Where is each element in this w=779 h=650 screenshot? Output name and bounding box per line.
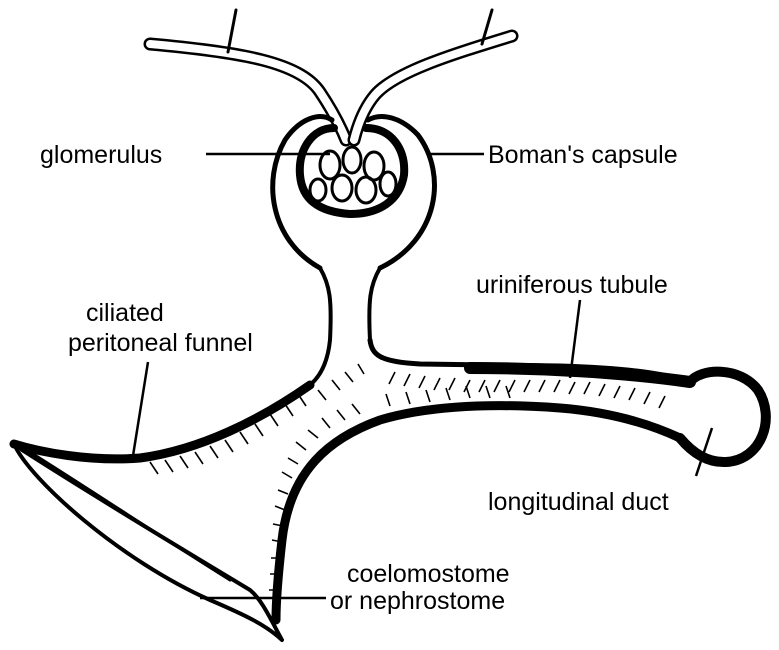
label-longitudinal-duct: longitudinal duct	[488, 488, 669, 516]
label-ciliated-line2: peritoneal funnel	[68, 329, 253, 357]
label-uriniferous-tubule: uriniferous tubule	[476, 271, 668, 299]
label-bomans-capsule: Boman's capsule	[488, 141, 678, 169]
cilia-hatching	[150, 364, 665, 590]
label-coelomostome-line2: or nephrostome	[330, 587, 505, 615]
label-glomerulus: glomerulus	[40, 141, 162, 169]
label-ciliated-line1: ciliated	[86, 299, 164, 327]
ciliated-funnel-leader	[132, 362, 148, 462]
glomerulus-coils	[310, 147, 396, 203]
label-coelomostome-line1: coelomostome	[347, 560, 510, 588]
